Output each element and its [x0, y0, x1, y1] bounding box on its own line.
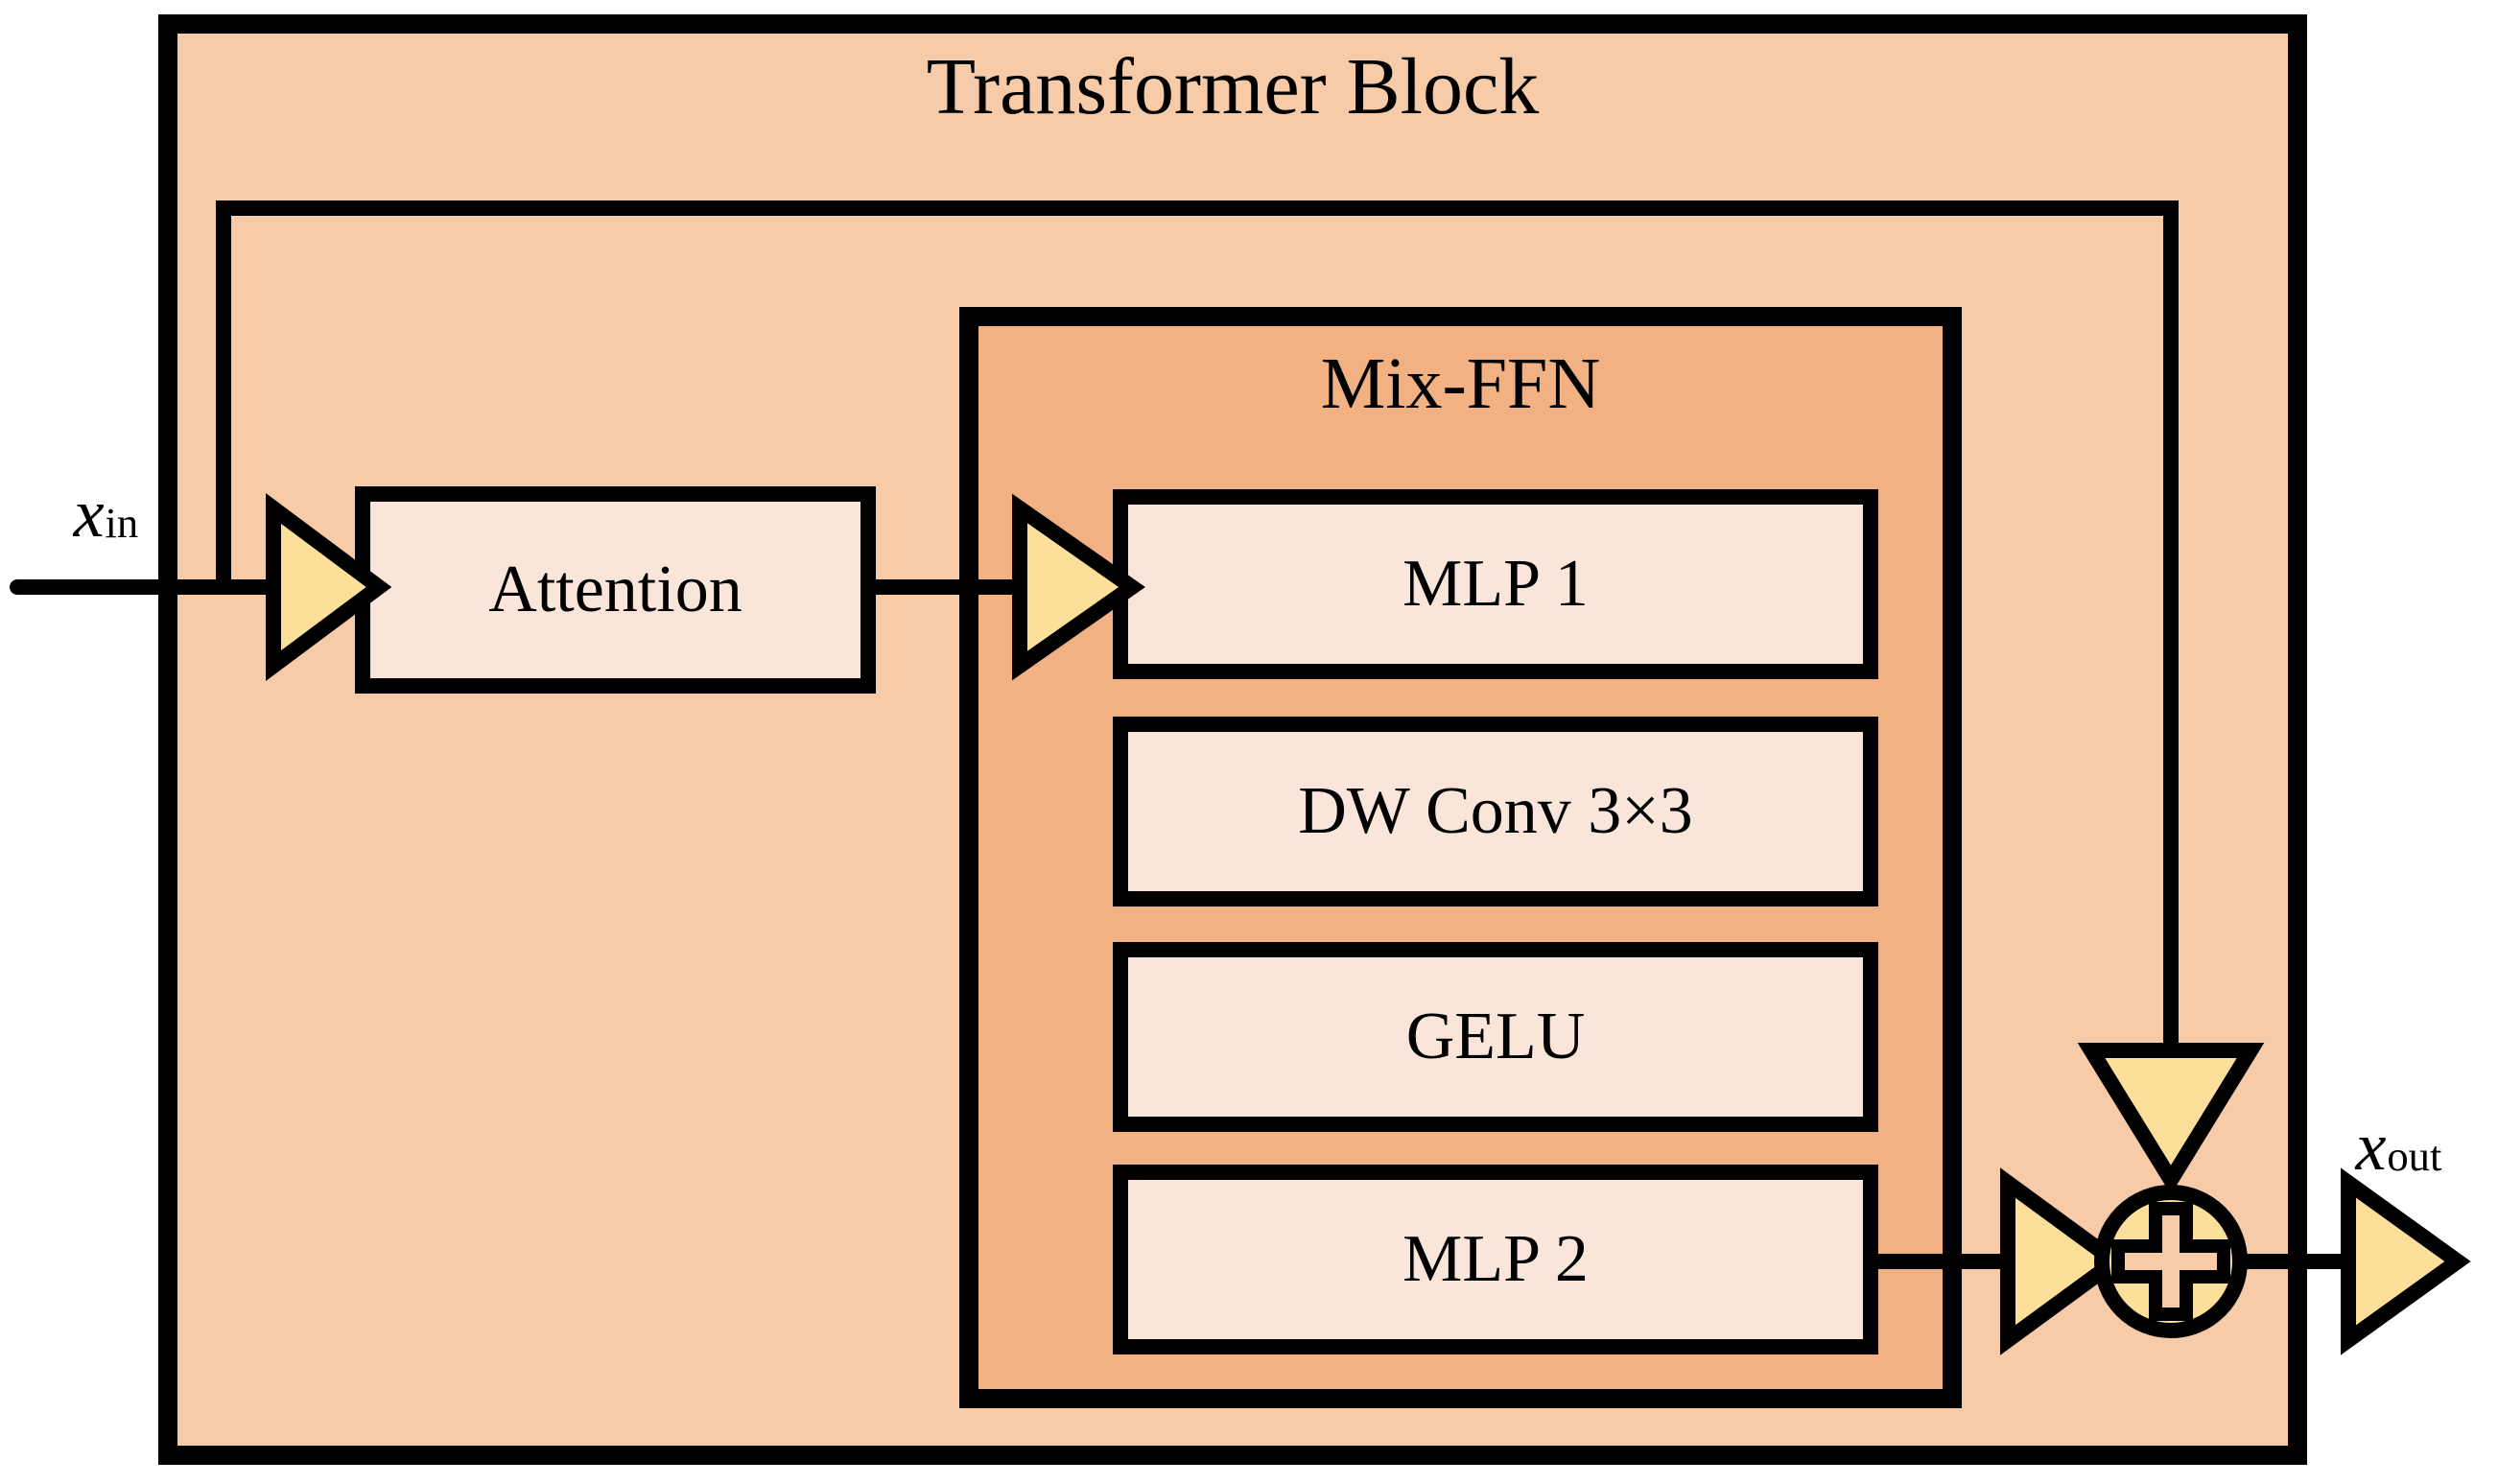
- dwconv-box[interactable]: [1113, 717, 1878, 907]
- output-arrowhead-icon: [2341, 1167, 2471, 1355]
- gelu-box[interactable]: [1113, 942, 1878, 1132]
- plus-icon: [2111, 1202, 2230, 1321]
- skip-connection-path: [216, 200, 2179, 1050]
- attention-output-arrowhead-icon: [1012, 493, 1145, 681]
- mlp2-output-arrowhead-icon: [2000, 1167, 2129, 1355]
- attention-box[interactable]: [355, 486, 876, 694]
- mlp1-box[interactable]: [1113, 489, 1878, 679]
- input-arrowhead-icon: [266, 493, 392, 681]
- skip-arrowhead-down-icon: [2077, 1043, 2265, 1195]
- mlp2-box[interactable]: [1113, 1165, 1878, 1354]
